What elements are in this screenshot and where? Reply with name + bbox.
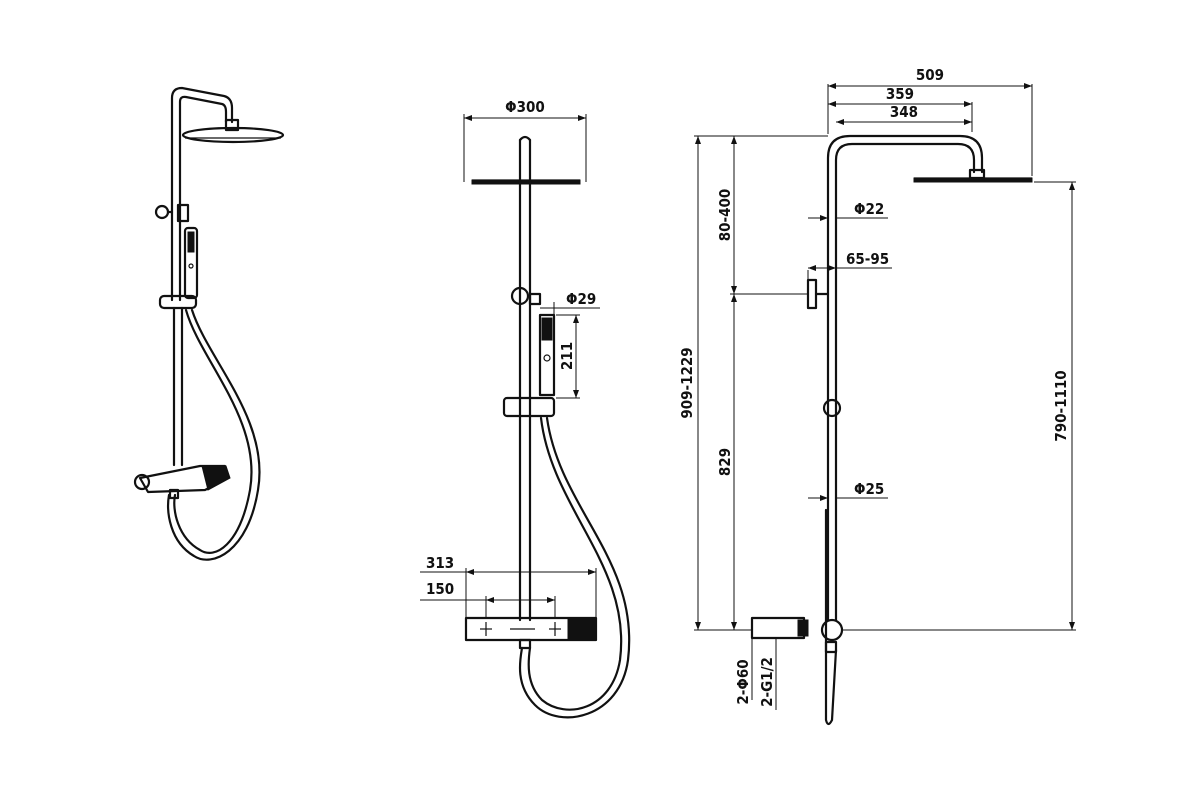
dim-head-height-label: 790-1110 [1052, 370, 1070, 441]
front-slide-holder [502, 396, 556, 418]
side-hose [824, 508, 838, 726]
thermostat-handle [201, 465, 231, 491]
front-wall-bracket [510, 286, 530, 306]
dim-mixer-length-label: 313 [426, 554, 454, 572]
shower-hose-inner [167, 308, 261, 561]
dim-escutcheon-diameter-label: 2-Φ60 [734, 659, 752, 704]
mixer-outlet [168, 488, 180, 500]
side-head-connector [968, 168, 986, 180]
dim-hand-shower-diameter-label: Φ29 [566, 290, 596, 308]
dim-upper-adjust-label: 80-400 [716, 189, 734, 242]
overhead-shower-head [181, 126, 285, 144]
side-mixer-body [750, 616, 806, 640]
front-hand-shower-nozzles [541, 317, 553, 341]
dim-total-projection-label: 509 [916, 66, 944, 84]
hand-shower-button [188, 263, 194, 269]
front-shower-head [471, 179, 581, 185]
slide-bar-holder [158, 294, 198, 310]
front-mixer-outlet [518, 638, 532, 650]
riser-upper-inner [178, 95, 228, 302]
dim-bracket-offset-label: 65-95 [846, 250, 889, 268]
dim-pipe-upper-diameter-label: Φ22 [854, 200, 884, 218]
side-escutcheon [797, 619, 809, 637]
side-riser-outer [826, 134, 984, 622]
wall-bracket [154, 204, 170, 220]
side-wall-plate [806, 278, 818, 310]
front-thermostat-handle [567, 617, 597, 641]
dim-arm-inner-label: 348 [890, 103, 918, 121]
hand-shower-nozzles [187, 231, 195, 253]
dim-overall-height-label: 909-1229 [678, 347, 696, 418]
left-escutcheon [133, 473, 151, 491]
front-hose [518, 416, 631, 719]
dim-inlet-spacing-label: 150 [426, 580, 454, 598]
head-connector [224, 118, 240, 132]
dim-hand-shower-length-label: 211 [558, 342, 576, 370]
dim-lower-height-label: 829 [716, 448, 734, 476]
dim-head-diameter-label: Φ300 [505, 98, 545, 116]
front-hose-inner [527, 416, 623, 711]
riser-upper [170, 86, 234, 302]
diverter-knob [176, 203, 190, 223]
front-view: Φ300 Φ29 211 313 150 [420, 98, 631, 719]
dim-pipe-lower-diameter-label: Φ25 [854, 480, 884, 498]
side-riser-inner [834, 142, 976, 622]
front-hand-shower-button [543, 354, 551, 362]
side-mixer-outlet [824, 640, 838, 654]
front-riser-top [518, 135, 532, 142]
front-diverter [528, 292, 542, 306]
shower-hose [173, 308, 253, 554]
hand-shower [183, 226, 199, 300]
side-view: 509 359 348 Φ22 65-95 Φ25 909-1229 80-4 [678, 66, 1076, 726]
perspective-view [133, 86, 285, 561]
dim-arm-outer-label: 359 [886, 85, 914, 103]
front-hand-shower [538, 313, 556, 397]
dim-thread-size-label: 2-G1/2 [758, 657, 776, 707]
side-slide-holder [822, 398, 842, 418]
